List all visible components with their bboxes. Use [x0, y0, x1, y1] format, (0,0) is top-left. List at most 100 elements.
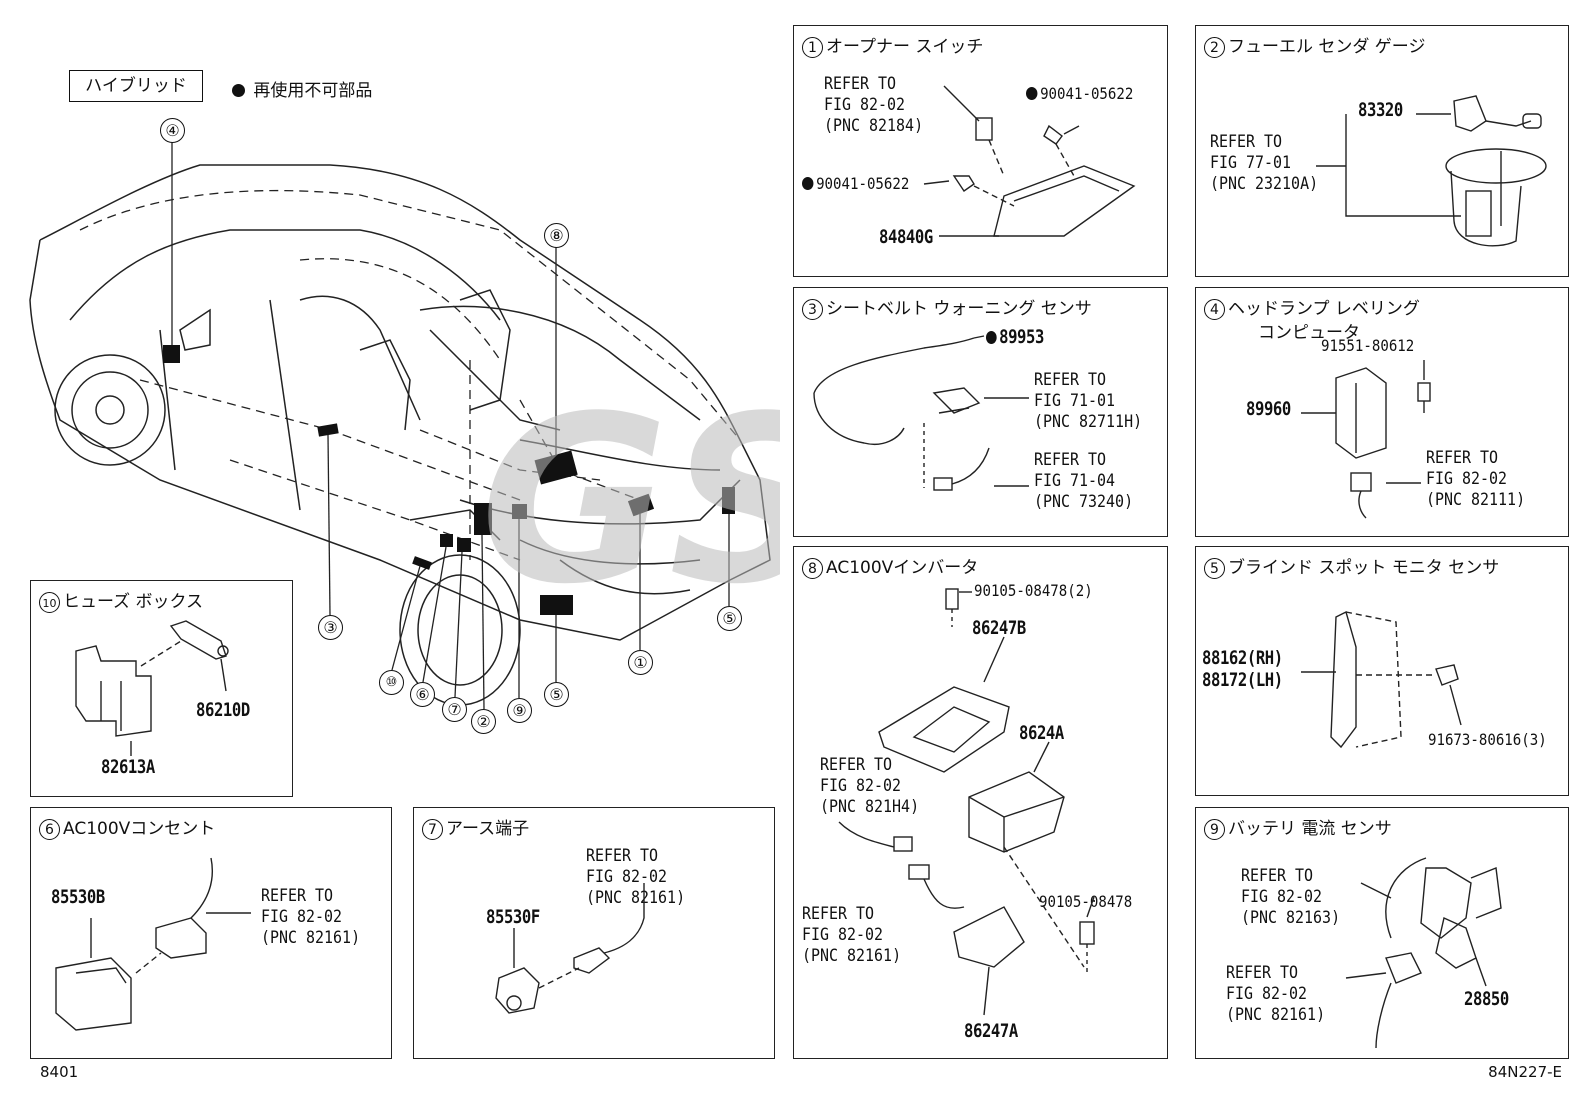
- bolt-label: 91551-80612: [1321, 336, 1415, 355]
- refer-note-b: REFER TO FIG 71-04 (PNC 73240): [1034, 450, 1134, 512]
- part-number-a: 86210D: [196, 699, 250, 721]
- panel-number: 4: [1204, 298, 1225, 320]
- part-number-rh: 88162(RH): [1202, 647, 1283, 669]
- panel-title-text: ヒューズ ボックス: [63, 592, 204, 612]
- callout-5-side: ⑤: [717, 606, 742, 631]
- bracket-label-b: 86247B: [972, 617, 1026, 639]
- callout-7: ⑦: [442, 697, 467, 722]
- refer-note: REFER TO FIG 82-02 (PNC 82184): [824, 74, 924, 136]
- part-number-b: 82613A: [101, 756, 155, 778]
- seatbelt-sensor-drawing: [813, 335, 1029, 491]
- panel-title-line2: コンピュータ: [1258, 323, 1360, 343]
- panel-number: 10: [39, 591, 60, 613]
- part-number: 8624A: [1019, 722, 1064, 744]
- battery-sensor-drawing: [1345, 857, 1502, 1049]
- bolt-label-a: 90105-08478(2): [974, 581, 1093, 600]
- part-number-lh: 88172(LH): [1202, 669, 1283, 691]
- footer-right-code: 84N227-E: [1488, 1063, 1562, 1081]
- callout-5-hood: ⑤: [544, 682, 569, 707]
- panel-number: 5: [1204, 557, 1225, 579]
- panel-number: 6: [39, 818, 60, 840]
- callout-3: ③: [318, 615, 343, 640]
- fuse-box-drawing: [75, 620, 229, 756]
- panel-title-text: オープナー スイッチ: [826, 37, 984, 57]
- nonreusable-dot-icon: [802, 177, 814, 190]
- refer-note: REFER TO FIG 82-02 (PNC 82111): [1426, 448, 1526, 510]
- part-number: 83320: [1358, 99, 1403, 121]
- earth-terminal-drawing: [495, 883, 645, 1014]
- part-number: 84840G: [879, 226, 933, 248]
- nonreusable-label: 再使用不可部品: [253, 81, 373, 101]
- callout-8: ⑧: [544, 223, 569, 248]
- fuel-sender-drawing: [1316, 95, 1547, 247]
- part-number: 85530B: [51, 886, 105, 908]
- svg-text:GSC: GSC: [480, 368, 780, 635]
- footer-left-code: 8401: [40, 1063, 79, 1081]
- callout-2: ②: [471, 709, 496, 734]
- refer-note: REFER TO FIG 82-02 (PNC 82161): [261, 886, 361, 948]
- bolt-label-b: 90105-08478: [1039, 892, 1133, 911]
- refer-note-a: REFER TO FIG 71-01 (PNC 82711H): [1034, 370, 1143, 432]
- bolt-label: 91673-80616(3): [1428, 730, 1547, 749]
- hybrid-label: ハイブリッド: [69, 70, 203, 102]
- panel-title-text: バッテリ 電流 センサ: [1228, 819, 1392, 839]
- nonreusable-dot-icon: [1026, 87, 1038, 100]
- panel-title-text: AC100Vコンセント: [63, 819, 216, 839]
- callout-6: ⑥: [410, 682, 435, 707]
- panel-title-text: シートベルト ウォーニング センサ: [826, 299, 1092, 319]
- callout-10: ⑩: [379, 670, 404, 695]
- panel-number: 7: [422, 818, 443, 840]
- panel-title-text: アース端子: [446, 819, 530, 839]
- panel-number: 1: [802, 36, 823, 58]
- part-number: 89953: [986, 326, 1044, 348]
- panel-number: 2: [1204, 36, 1225, 58]
- nonreusable-legend: 再使用不可部品: [232, 76, 372, 101]
- refer-note-b: REFER TO FIG 82-02 (PNC 82161): [802, 904, 902, 966]
- refer-note-a: REFER TO FIG 82-02 (PNC 821H4): [820, 755, 920, 817]
- headlamp-computer-drawing: [1301, 360, 1431, 519]
- refer-note-a: REFER TO FIG 82-02 (PNC 82163): [1241, 866, 1341, 928]
- nonreusable-dot-icon: [986, 331, 997, 344]
- vehicle-illustration: GSC: [29, 142, 780, 710]
- inverter-drawing: [838, 588, 1095, 1016]
- outlet-drawing: [55, 857, 251, 1031]
- panel-title-text: AC100Vインバータ: [826, 558, 979, 578]
- callout-1: ①: [628, 650, 653, 675]
- panel-number: 9: [1204, 818, 1225, 840]
- panel-title-text: ブラインド スポット モニタ センサ: [1228, 558, 1500, 578]
- panel-number: 8: [802, 557, 823, 579]
- callout-9: ⑨: [507, 698, 532, 723]
- part-number: 85530F: [486, 906, 540, 928]
- bolt-label-a: 90041-05622: [1026, 84, 1133, 103]
- panel-title-text: ヘッドランプ レベリング: [1228, 299, 1420, 319]
- opener-switch-drawing: [923, 85, 1136, 237]
- refer-note-b: REFER TO FIG 82-02 (PNC 82161): [1226, 963, 1326, 1025]
- callout-4: ④: [160, 118, 185, 143]
- part-number: 89960: [1246, 398, 1291, 420]
- nonreusable-dot-icon: [232, 84, 245, 97]
- bolt-label-b: 90041-05622: [802, 174, 909, 193]
- part-number: 28850: [1464, 988, 1509, 1010]
- panel-title-text: フューエル センダ ゲージ: [1228, 37, 1426, 57]
- bsm-sensor-drawing: [1301, 610, 1462, 749]
